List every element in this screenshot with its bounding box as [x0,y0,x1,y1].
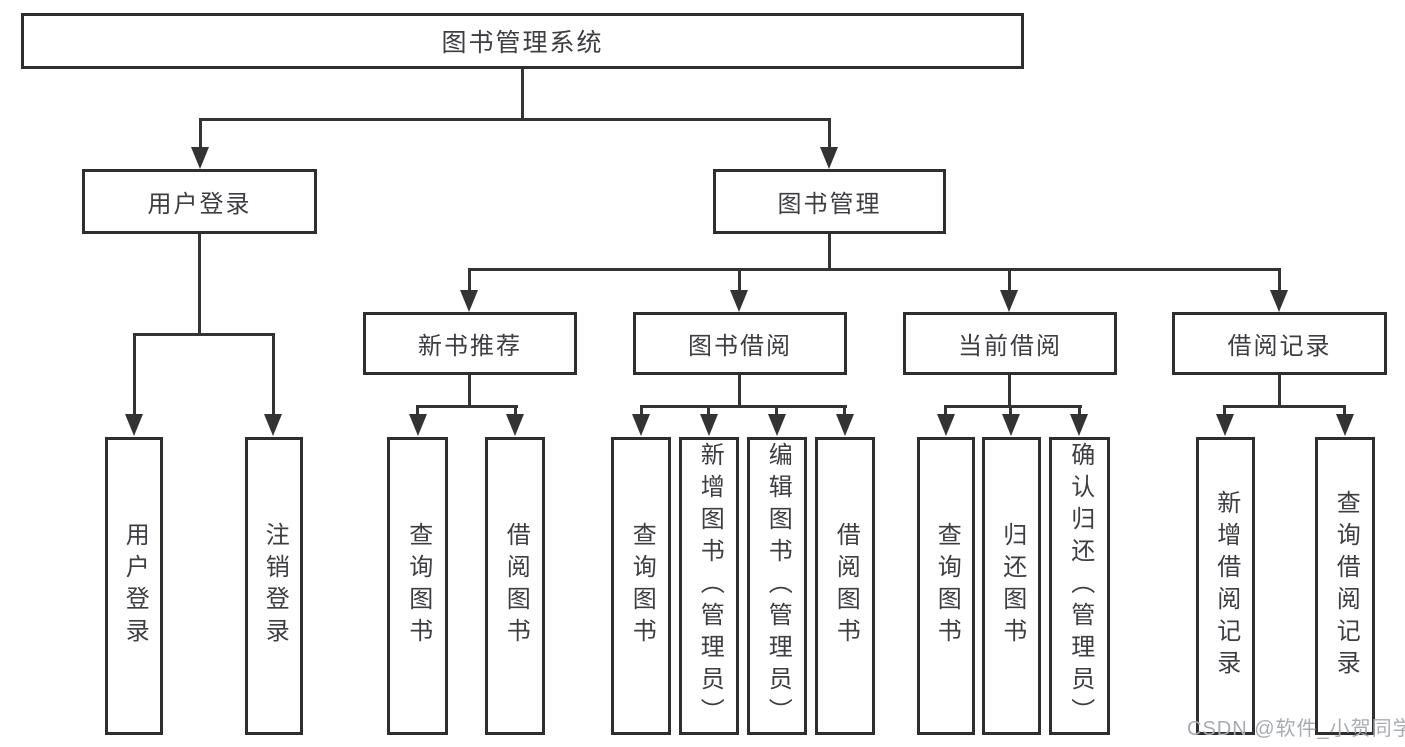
watermark-text: CSDN @软件_小贺同学 [1187,718,1405,740]
arrow-down-icon [125,414,143,436]
node-label: 新书推荐 [418,333,522,360]
node-label: 图书管理 [777,191,882,218]
edge-line [828,233,831,271]
node-book-management: 图书管理 [713,169,946,234]
edge-line [1078,405,1081,417]
leaf-label: 查询借阅记录 [1332,490,1360,682]
leaf-logout: 注销登录 [245,437,303,735]
edge-line [1223,405,1346,408]
edge-line [640,405,643,417]
edge-line [416,405,518,408]
edge-line [416,405,419,417]
edge-line [1343,405,1346,417]
edge-line [514,405,517,417]
node-label: 图书借阅 [688,333,792,360]
leaf-return-book: 归还图书 [982,437,1041,735]
edge-line [468,375,471,408]
node-label: 图书管理系统 [441,29,604,57]
arrow-down-icon [1336,414,1354,436]
arrow-down-icon [409,414,427,436]
edge-line [843,405,846,417]
arrow-down-icon [632,414,650,436]
arrow-down-icon [1002,414,1020,436]
edge-line [272,333,275,416]
edge-line [1223,405,1226,417]
edge-line [828,118,831,151]
leaf-query-book-2: 查询图书 [611,437,671,735]
edge-line [1278,268,1281,293]
node-label: 借阅记录 [1227,333,1332,360]
node-new-book-recommend: 新书推荐 [363,312,577,375]
edge-line [1278,375,1281,408]
leaf-query-borrow-record: 查询借阅记录 [1315,437,1375,735]
node-current-borrow: 当前借阅 [903,312,1117,375]
node-borrow-record: 借阅记录 [1172,312,1387,375]
leaf-label: 借阅图书 [502,522,530,650]
leaf-label: 借阅图书 [832,522,860,650]
leaf-label: 注销登录 [261,522,289,650]
leaf-query-book-1: 查询图书 [387,437,448,735]
arrow-down-icon [191,147,209,169]
edge-line [468,268,1281,271]
leaf-label: 查询图书 [933,522,961,650]
leaf-add-book-admin: 新增图书（管理员） [679,437,739,735]
leaf-add-borrow-record: 新增借阅记录 [1196,437,1255,735]
leaf-label: 归还图书 [998,522,1026,650]
edge-line [468,268,471,293]
arrow-down-icon [506,414,524,436]
arrow-down-icon [1070,414,1088,436]
edge-line [199,118,831,121]
arrow-down-icon [460,290,478,312]
edge-line [1008,375,1011,408]
leaf-label: 查询图书 [404,522,432,650]
leaf-label: 用户登录 [121,522,149,650]
edge-line [707,405,710,417]
leaf-borrow-book-2: 借阅图书 [815,437,875,735]
leaf-confirm-return-admin: 确认归还（管理员） [1049,437,1110,735]
edge-line [133,333,136,416]
node-library-system: 图书管理系统 [21,13,1024,69]
leaf-label: 查询图书 [628,522,656,650]
edge-line [1008,268,1011,293]
arrow-down-icon [768,414,786,436]
node-label: 当前借阅 [958,333,1062,360]
leaf-borrow-book-1: 借阅图书 [485,437,545,735]
arrow-down-icon [937,414,955,436]
leaf-query-book-3: 查询图书 [917,437,975,735]
edge-line [521,69,524,120]
edge-line [775,405,778,417]
leaf-edit-book-admin: 编辑图书（管理员） [747,437,807,735]
arrow-down-icon [264,414,282,436]
arrow-down-icon [836,414,854,436]
edge-line [133,333,275,336]
edge-line [944,405,1082,408]
arrow-down-icon [700,414,718,436]
leaf-label: 确认归还（管理员） [1066,442,1094,730]
edge-line [1009,405,1012,417]
arrow-down-icon [820,147,838,169]
edge-line [738,268,741,293]
edge-line [199,118,202,151]
leaf-label: 新增图书（管理员） [696,442,724,730]
leaf-label: 编辑图书（管理员） [764,442,792,730]
arrow-down-icon [1216,414,1234,436]
edge-line [944,405,947,417]
node-book-borrow: 图书借阅 [633,312,847,375]
arrow-down-icon [1270,290,1288,312]
edge-line [198,234,201,336]
edge-line [738,375,741,408]
edge-line [640,405,847,408]
leaf-label: 新增借阅记录 [1212,490,1240,682]
leaf-user-login: 用户登录 [105,437,163,735]
node-label: 用户登录 [147,191,252,218]
node-user-login: 用户登录 [82,169,317,234]
arrow-down-icon [730,290,748,312]
arrow-down-icon [1000,290,1018,312]
